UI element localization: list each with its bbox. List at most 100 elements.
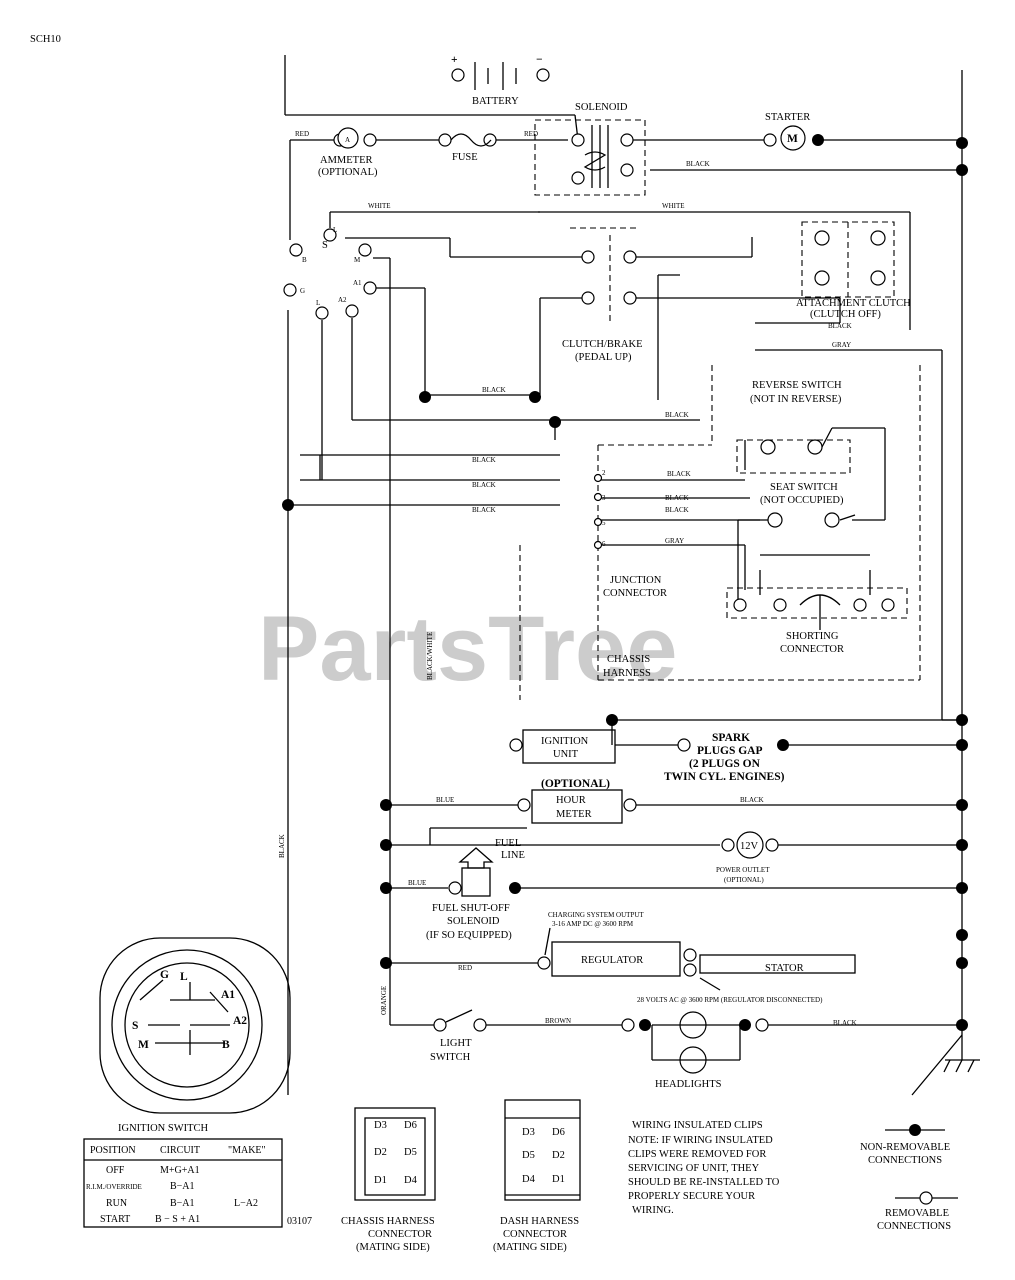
table-row-2-circuit: B−A1 (170, 1198, 195, 1209)
reverse-switch-label: REVERSE SWITCH (752, 380, 842, 391)
headlights: HEADLIGHTS (621, 1011, 962, 1090)
shorting-connector: SHORTING CONNECTOR (733, 554, 895, 655)
terminal-a1-label: A1 (353, 279, 362, 287)
seat-switch-label: SEAT SWITCH (770, 482, 838, 493)
wire-label-blue-2: BLUE (408, 879, 426, 887)
headlights-label: HEADLIGHTS (655, 1079, 722, 1090)
connection-legend: NON-REMOVABLE CONNECTIONS REMOVABLE CONN… (860, 1124, 958, 1232)
chassis-d3: D3 (374, 1120, 387, 1131)
power-outlet-optional-label: (OPTIONAL) (724, 876, 764, 884)
ignition-switch-label: IGNITION SWITCH (118, 1123, 209, 1134)
wire-label-red-2: RED (524, 130, 538, 138)
table-header-make: "MAKE" (228, 1145, 266, 1156)
pin-6-label: 6 (602, 540, 606, 548)
fuse-label: FUSE (452, 152, 478, 163)
clips-title: WIRING INSULATED CLIPS (632, 1120, 763, 1131)
main-wires (284, 55, 963, 1095)
clutch-brake-label: CLUTCH/BRAKE (562, 339, 643, 350)
shorting-connector-label: CONNECTOR (780, 644, 844, 655)
hour-meter: (OPTIONAL) HOUR METER (386, 778, 962, 824)
power-outlet-label: POWER OUTLET (716, 866, 770, 874)
fuse: FUSE (438, 133, 497, 163)
terminal-m-label: M (354, 256, 361, 264)
pedal-up-label: (PEDAL UP) (575, 352, 632, 363)
legend-removable-1: REMOVABLE (885, 1208, 949, 1219)
spark-label: SPARK (712, 732, 750, 744)
attachment-clutch-switch: ATTACHMENT CLUTCH (CLUTCH OFF) (796, 230, 911, 320)
legend-non-removable-1: NON-REMOVABLE (860, 1142, 950, 1153)
wire-label-blue-1: BLUE (436, 796, 454, 804)
wire-label-black-white: BLACK/WHITE (426, 632, 434, 680)
dash-d1: D1 (552, 1174, 565, 1185)
chassis-d5: D5 (404, 1147, 417, 1158)
clips-note-line-4: SHOULD BE RE-INSTALLED TO (628, 1177, 780, 1188)
chassis-label: CHASSIS (607, 654, 650, 665)
wire-label-black-1: BLACK (686, 160, 710, 168)
clips-note-line-1: NOTE: IF WIRING INSULATED (628, 1135, 773, 1146)
ground-icon (911, 1034, 980, 1096)
ignition-table: POSITION CIRCUIT "MAKE" OFF M+G+A1 R.I.M… (83, 1138, 283, 1228)
wire-label-red-1: RED (295, 130, 309, 138)
optional-label: (OPTIONAL) (541, 778, 610, 790)
wiring-note: WIRING INSULATED CLIPS NOTE: IF WIRING I… (628, 1120, 780, 1216)
junction-connector: 2 3 5 6 JUNCTION CONNECTOR CHASSIS HARNE… (593, 469, 667, 679)
meter-label: METER (556, 809, 592, 820)
wire-label-orange: ORANGE (380, 986, 388, 1015)
watermark: PartsTree (258, 598, 677, 700)
ignition-unit: IGNITION UNIT SPARK PLUGS GAP (2 PLUGS O… (509, 719, 962, 783)
charging-amp-label: 3-16 AMP DC @ 3600 RPM (552, 920, 634, 928)
table-row-3-circuit: B − S + A1 (155, 1214, 200, 1225)
twin-cyl-label: TWIN CYL. ENGINES) (664, 771, 785, 783)
legend-removable-2: CONNECTIONS (877, 1221, 951, 1232)
fuel-shutoff-solenoid: FUEL LINE FUEL SHUT-OFF SOLENOID (IF SO … (386, 827, 962, 941)
reverse-switch: REVERSE SWITCH (NOT IN REVERSE) (750, 380, 842, 455)
ignition-m-label: M (138, 1039, 149, 1051)
table-row-0-circuit: M+G+A1 (160, 1165, 200, 1176)
table-header-circuit: CIRCUIT (160, 1145, 200, 1156)
chassis-d4: D4 (404, 1175, 418, 1186)
wire-label-black-4: BLACK (665, 411, 689, 419)
clips-note-line-2: CLIPS WERE REMOVED FOR (628, 1149, 766, 1160)
regulator-label: REGULATOR (581, 955, 643, 966)
ignition-g-label: G (160, 969, 169, 981)
volts-ac-label: 28 VOLTS AC @ 3600 RPM (REGULATOR DISCON… (637, 996, 823, 1004)
wire-label-red-3: RED (458, 964, 472, 972)
plugs-gap-label: PLUGS GAP (697, 745, 763, 757)
two-plugs-label: (2 PLUGS ON (689, 758, 761, 770)
wire-label-black-7: BLACK (472, 506, 496, 514)
dash-harness-connector: D3 D6 D5 D2 D4 D1 DASH HARNESS CONNECTOR… (493, 1099, 581, 1253)
document-number: 03107 (287, 1216, 312, 1227)
ammeter: A AMMETER (OPTIONAL) (318, 127, 378, 178)
terminal-l-label: L (316, 299, 320, 307)
wire-label-black-10: BLACK (665, 506, 689, 514)
junction-label: JUNCTION (610, 575, 662, 586)
table-row-2-position: RUN (106, 1198, 127, 1209)
wire-label-white-2: WHITE (662, 202, 685, 210)
ignition-a1-label: A1 (221, 989, 235, 1001)
table-row-3-position: START (100, 1214, 130, 1225)
ignition-unit-label: IGNITION (541, 736, 589, 747)
wire-label-black-vertical: BLACK (278, 834, 286, 858)
wire-label-white-1: WHITE (368, 202, 391, 210)
dash-connector-label-3: (MATING SIDE) (493, 1242, 567, 1253)
hour-label: HOUR (556, 795, 586, 806)
pin-5-label: 5 (602, 519, 606, 527)
if-so-equipped-label: (IF SO EQUIPPED) (426, 930, 512, 941)
dashed-boundaries (519, 119, 921, 700)
table-header-position: POSITION (90, 1145, 136, 1156)
terminal-b-label: B (302, 256, 307, 264)
wire-label-black-8: BLACK (667, 470, 691, 478)
clips-note-line-5: PROPERLY SECURE YOUR (628, 1191, 755, 1202)
starter-label: STARTER (765, 112, 810, 123)
diagram-id: SCH10 (30, 34, 61, 45)
dash-d2: D2 (552, 1150, 565, 1161)
pin-2-label: 2 (602, 469, 606, 477)
clips-note-line-3: SERVICING OF UNIT, THEY (628, 1163, 760, 1174)
ignition-b-label: B (222, 1039, 230, 1051)
fuel-solenoid-label: SOLENOID (447, 916, 500, 927)
ignition-a2-label: A2 (233, 1015, 247, 1027)
ammeter-optional-label: (OPTIONAL) (318, 167, 378, 178)
not-occupied-label: (NOT OCCUPIED) (760, 495, 844, 506)
terminal-g-label: G (300, 287, 305, 295)
